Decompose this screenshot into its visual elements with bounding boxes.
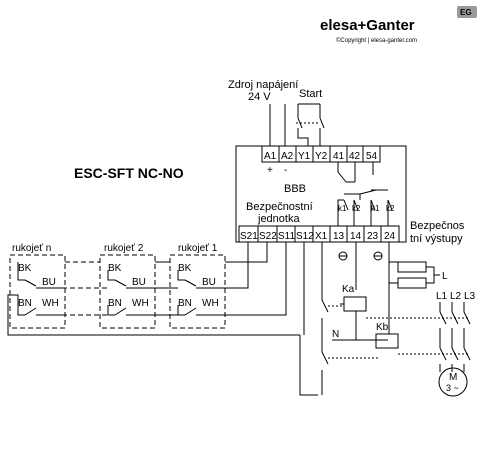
contactor-ka-label: Ka [342,284,355,295]
terminal-s22: S22 [259,231,277,242]
handle-n-bn: BN [18,298,32,309]
phase-l1-label: L1 [436,291,448,302]
supply-label-line1: Zdroj napájení [228,79,298,91]
terminal-s21: S21 [240,231,258,242]
handle-2-group [99,254,156,329]
terminal-54: 54 [366,151,378,162]
contact-k2-a: k2 [352,204,361,213]
safety-outputs-line1: Bezpečnos [410,220,465,232]
handle-n-group [9,254,66,329]
copyright-text: ©Copyright | elesa-ganter.com [336,37,417,44]
contact-k1-b: k1 [371,204,380,213]
relay-contacts [337,189,393,226]
brand-badge [457,6,477,18]
terminal-23: 23 [367,231,379,242]
terminal-41: 41 [333,151,345,162]
terminal-14: 14 [350,231,362,242]
handle-wiring [7,242,318,396]
handle-1-label: rukojeť 1 [178,243,218,254]
handle-2-bn: BN [108,298,122,309]
terminal-s11: S11 [278,231,295,242]
contactor-kb-label: Kb [376,322,389,333]
handle-2-bu: BU [132,277,146,288]
handle-n-wh: WH [42,298,59,309]
brand-badge-text: EG [460,8,472,17]
contactor-wiring [321,242,440,395]
power-n-label: N [332,329,339,340]
handle-1-bu: BU [202,277,216,288]
handle-n-label: rukojeť n [12,243,51,254]
minus-sign: - [284,165,287,176]
contact-k2-b: k2 [386,204,395,213]
terminal-a1: A1 [264,151,277,162]
unit-label-line1: Bezpečnostní [246,201,313,213]
safety-outputs-line2: tní výstupy [410,233,463,245]
terminal-13: 13 [333,231,345,242]
handle-1-group [169,254,226,329]
terminal-y2: Y2 [315,151,328,162]
diagram-title: ESC-SFT NC-NO [74,165,184,181]
motor-symbol [438,367,468,397]
handle-n-bu: BU [42,277,56,288]
handle-2-bk: BK [108,263,122,274]
motor-m-label: M [449,372,457,383]
terminal-x1: X1 [315,231,328,242]
terminal-a2: A2 [281,151,294,162]
three-phase-supply [366,302,471,372]
brand-logo: elesa+Ganter EG ©Copyright | elesa-gante… [320,6,477,44]
top-terminal-strip [261,145,381,163]
module-name: BBB [284,183,306,195]
terminal-s12: S12 [296,231,314,242]
handle-2-wh: WH [132,298,149,309]
handle-1-wh: WH [202,298,219,309]
terminal-42: 42 [349,151,361,162]
handle-2-label: rukojeť 2 [104,243,144,254]
supply-wires [269,103,325,146]
terminal-y1: Y1 [298,151,311,162]
handle-n-bk: BK [18,263,32,274]
aux-contact-41-42 [337,162,374,183]
plus-sign: + [267,165,273,176]
power-l-label: L [442,271,448,282]
contactor-kb-coil [375,333,399,349]
bottom-terminal-strip [238,225,400,243]
supply-label-line2: 24 V [248,91,271,103]
start-label: Start [299,88,322,100]
contact-k1-a: k1 [338,204,347,213]
phase-l3-label: L3 [464,291,476,302]
phase-l2-label: L2 [450,291,462,302]
unit-label-line2: jednotka [257,213,300,225]
brand-name: elesa+Ganter [320,17,415,34]
handle-1-bn: BN [178,298,192,309]
contactor-ka-coil [343,296,367,312]
handle-1-bk: BK [178,263,192,274]
terminal-24: 24 [384,231,396,242]
motor-phase-label: 3 ~ [446,383,459,393]
